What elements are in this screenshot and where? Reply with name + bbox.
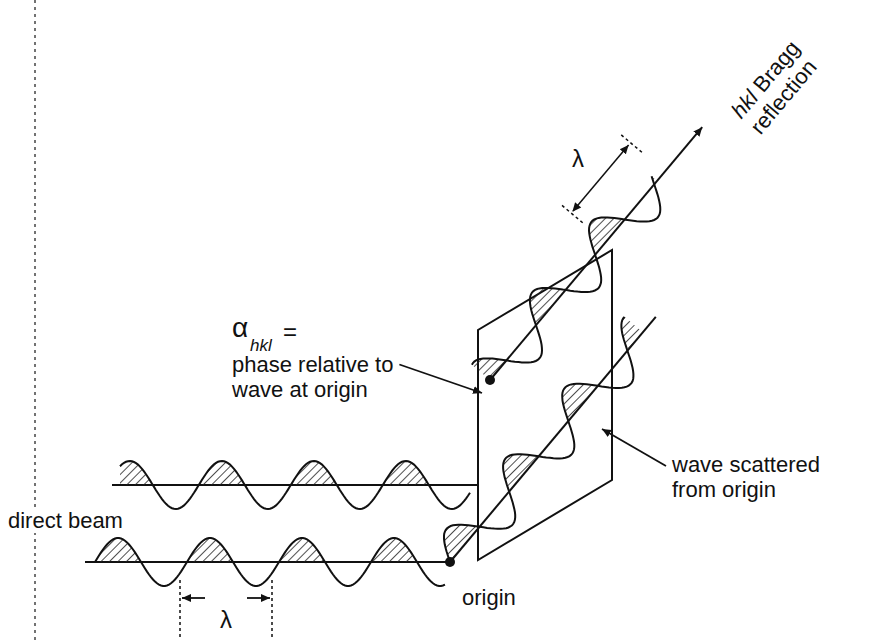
wavelength-symbol: λ <box>220 606 232 634</box>
wave-lobe-hatch <box>503 454 539 490</box>
wave-curve <box>444 317 633 562</box>
leader-line <box>399 365 482 394</box>
wavelength-symbol: λ <box>572 145 584 173</box>
reflection-text: Bragg reflection <box>745 35 822 138</box>
wave-lobe-hatch <box>562 384 598 420</box>
leader-line <box>602 429 666 466</box>
beam-label: direct beam <box>6 508 125 533</box>
wave-lobe-hatch <box>589 217 624 254</box>
wave-lobe-hatch <box>530 288 565 325</box>
wavelength-tick <box>271 580 273 640</box>
wave-label: wave scattered from origin <box>672 452 852 503</box>
wave-curve <box>472 176 660 365</box>
bragg-arrow <box>490 127 702 380</box>
wavelength-arrow <box>247 597 270 599</box>
reflection-label: hklBragg reflection <box>725 11 844 139</box>
wave-lobe-hatch <box>444 525 480 561</box>
wavelength-arrow <box>573 145 629 211</box>
wave-curve <box>120 461 470 509</box>
scattered-axis <box>450 317 656 562</box>
origin-label: origin <box>462 585 516 610</box>
wave-lobe-hatch <box>120 461 152 485</box>
wavelength-tick <box>561 205 582 223</box>
lattice-plane <box>478 250 612 560</box>
origin-dot <box>445 557 455 567</box>
page-margin-line <box>34 0 36 643</box>
atom-dot <box>485 375 495 385</box>
phase-symbol: α <box>232 312 248 344</box>
equals-sign: = <box>283 318 297 346</box>
wavelength-tick <box>179 580 181 640</box>
wave-curve <box>95 538 445 586</box>
phase-note: phase relative to wave at origin <box>232 352 422 403</box>
waves <box>95 176 660 586</box>
wavelength-arrow <box>182 597 205 599</box>
